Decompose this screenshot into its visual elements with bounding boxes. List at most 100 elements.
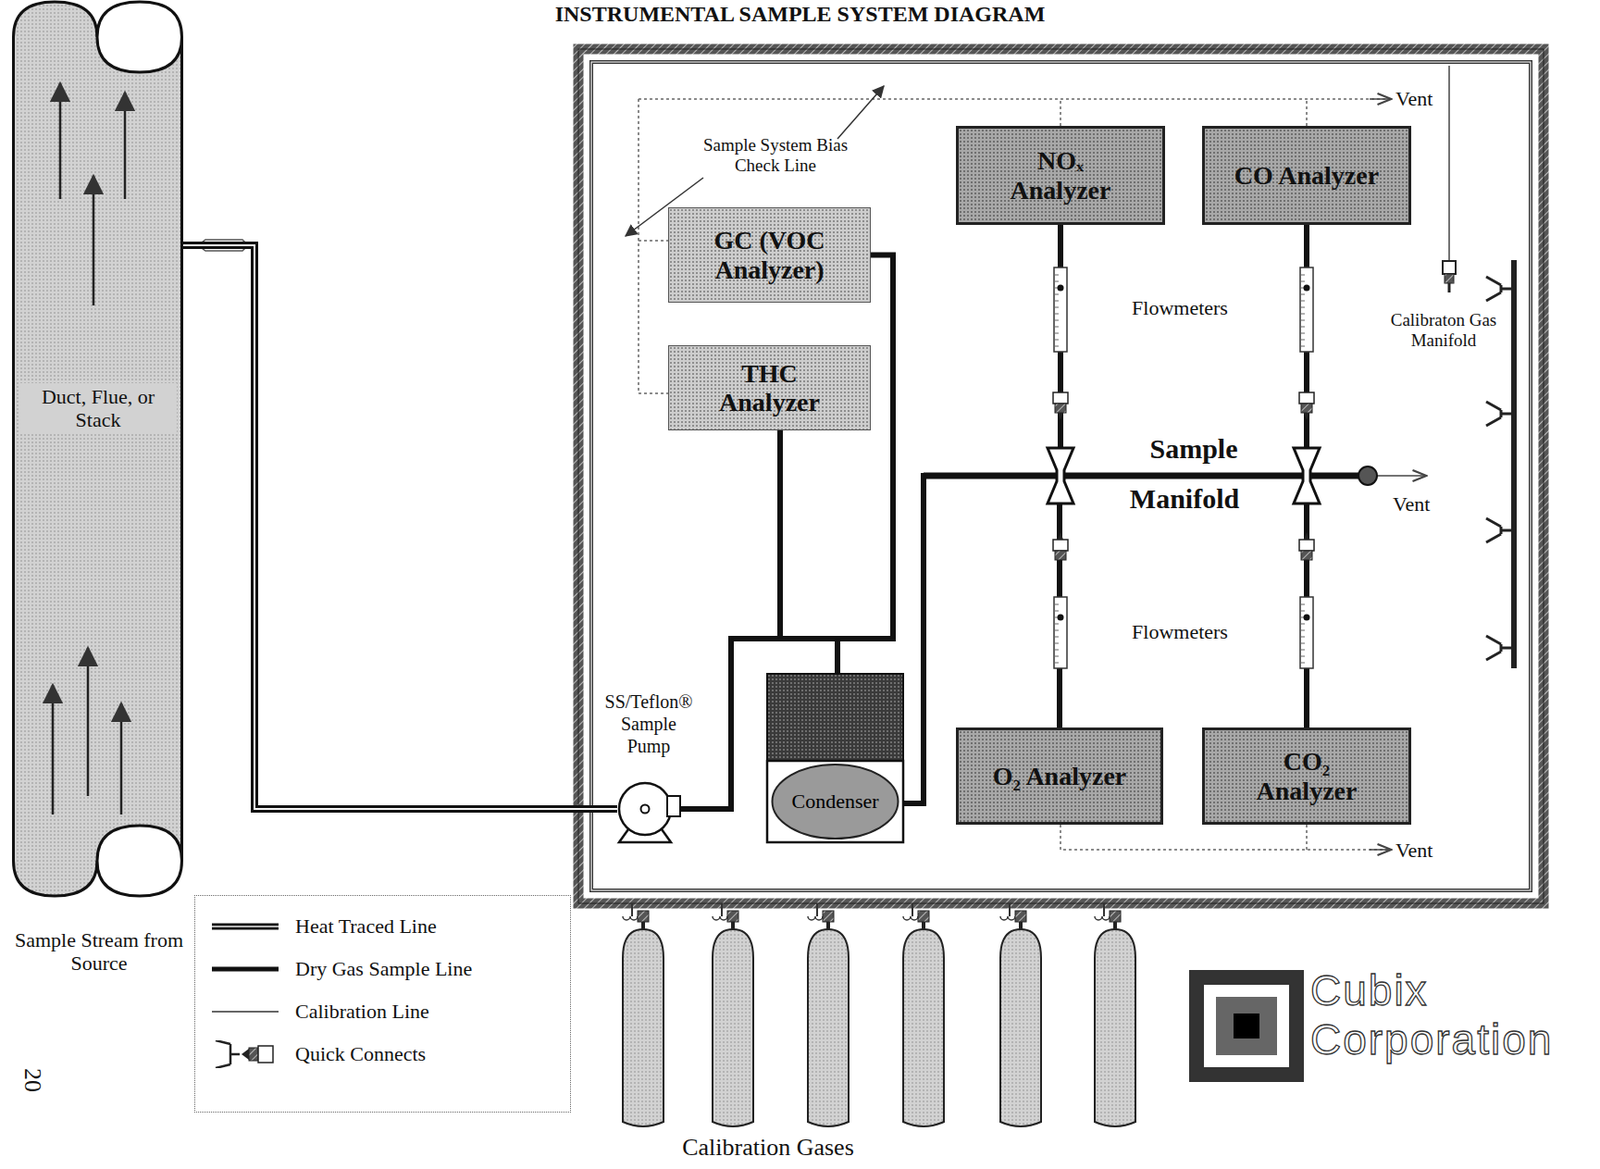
drawing-part bbox=[92, 175, 96, 306]
drawing-part bbox=[12, 37, 15, 861]
drawing-part bbox=[1057, 285, 1065, 292]
drawing-part bbox=[1054, 643, 1059, 645]
quick-connect bbox=[1486, 276, 1514, 660]
drawing-part bbox=[903, 224, 1061, 804]
node-label: SS/Teflon® Sample Pump bbox=[600, 690, 697, 757]
legend-text: Heat Traced Line bbox=[295, 914, 437, 939]
callout-text: Sample System Bias Check Line bbox=[696, 135, 855, 176]
drawing-part bbox=[1203, 984, 1290, 1067]
drawing-part bbox=[1300, 346, 1305, 348]
drawing-part bbox=[1054, 623, 1059, 625]
legend-entry: Dry Gas Sample Line bbox=[195, 955, 566, 987]
company-name: Cubix Corporation bbox=[1310, 966, 1588, 1065]
legend-entry: Heat Traced Line bbox=[195, 912, 566, 944]
drawing-part bbox=[1305, 99, 1308, 126]
drawing-part bbox=[1215, 996, 1278, 1055]
node-outline bbox=[767, 673, 904, 843]
drawing-part bbox=[1054, 346, 1059, 348]
drawing-part bbox=[667, 795, 681, 817]
drawing-part bbox=[622, 929, 664, 1127]
node-label: Sample Stream from Source bbox=[6, 928, 192, 976]
drawing-part bbox=[1299, 392, 1315, 404]
drawing-part bbox=[903, 903, 944, 1127]
drawing-part bbox=[51, 684, 55, 815]
drawing-part bbox=[13, 37, 183, 861]
diagram-title: INSTRUMENTAL SAMPLE SYSTEM DIAGRAM bbox=[0, 1, 1600, 27]
drawing-part bbox=[1303, 532, 1310, 540]
drawing-part bbox=[1057, 412, 1064, 421]
drawing-part bbox=[1300, 630, 1305, 632]
node-label: Condenser bbox=[767, 760, 904, 843]
drawing-part bbox=[591, 62, 1531, 891]
drawing-part bbox=[638, 239, 669, 242]
vent-label: Vent bbox=[1392, 492, 1430, 516]
part-label: Calibraton Gas Manifold bbox=[1388, 310, 1500, 351]
drawing-part bbox=[211, 925, 279, 928]
node-outline bbox=[617, 781, 673, 837]
drawing-part bbox=[1054, 662, 1059, 664]
drawing-part bbox=[13, 860, 99, 896]
drawing-part bbox=[1300, 649, 1305, 651]
drawing-part bbox=[591, 62, 1531, 891]
drawing-part bbox=[1300, 313, 1305, 315]
drawing-part bbox=[1369, 98, 1390, 100]
vent-label: Vent bbox=[1395, 86, 1433, 111]
drawing-part bbox=[921, 921, 926, 930]
drawing-part bbox=[211, 923, 279, 931]
node-outline bbox=[12, 0, 184, 898]
drawing-part bbox=[911, 903, 914, 917]
legend-entry: Calibration Line bbox=[195, 997, 566, 1030]
drawing-part bbox=[1300, 307, 1305, 309]
drawing-part bbox=[1301, 550, 1313, 560]
drawing-part bbox=[578, 49, 1544, 904]
drawing-part bbox=[1054, 649, 1059, 651]
node-label: CO Analyzer bbox=[1234, 161, 1379, 190]
drawing-part bbox=[1303, 412, 1310, 421]
enclosure bbox=[578, 49, 1544, 904]
drawing-part bbox=[816, 903, 819, 917]
part-label: Flowmeters bbox=[1110, 296, 1250, 320]
drawing-part bbox=[1299, 267, 1315, 421]
legend-entry: Quick Connects bbox=[195, 1040, 566, 1072]
drawing-part bbox=[241, 1048, 249, 1060]
drawing-part bbox=[59, 83, 63, 199]
drawing-part bbox=[1305, 824, 1308, 850]
drawing-part bbox=[1094, 903, 1136, 1127]
company-logo bbox=[1189, 969, 1304, 1082]
drawing-part bbox=[1369, 848, 1390, 851]
drawing-part bbox=[1054, 339, 1059, 341]
drawing-part bbox=[1300, 294, 1305, 296]
drawing-part bbox=[1486, 401, 1514, 426]
drawing-part bbox=[1054, 267, 1067, 352]
drawing-part bbox=[1054, 610, 1059, 612]
drawing-part bbox=[215, 1040, 240, 1068]
node-label: Duct, Flue, or Stack bbox=[19, 383, 177, 435]
drawing-part bbox=[1054, 294, 1059, 296]
drawing-part bbox=[1300, 267, 1314, 352]
drawing-part bbox=[52, 83, 125, 815]
drawing-part bbox=[1300, 623, 1305, 625]
drawing-part bbox=[1054, 333, 1059, 335]
page-number: 20 bbox=[18, 1067, 47, 1092]
drawing-part bbox=[1059, 99, 1062, 126]
legend-text: Quick Connects bbox=[295, 1041, 426, 1067]
drawing-part bbox=[1189, 969, 1304, 1082]
part-label: Calibration Gases bbox=[647, 1133, 889, 1162]
drawing-part bbox=[1057, 614, 1065, 621]
drawing-part bbox=[822, 910, 834, 922]
vent-label: Vent bbox=[1395, 838, 1433, 862]
drawing-part bbox=[124, 92, 127, 199]
drawing-part bbox=[619, 829, 671, 843]
drawing-part bbox=[1015, 910, 1027, 922]
node-label: CO₂ Analyzer bbox=[1232, 746, 1381, 806]
drawing-part bbox=[1054, 281, 1059, 283]
drawing-part bbox=[1109, 910, 1121, 922]
drawing-part bbox=[97, 825, 183, 896]
drawing-part bbox=[248, 1047, 259, 1061]
manifold-label: Manifold bbox=[1101, 483, 1268, 516]
node-label: O₂ Analyzer bbox=[992, 761, 1127, 791]
drawing-part bbox=[727, 910, 739, 922]
analyzer-box: NOₓ Analyzer bbox=[955, 125, 1166, 225]
drawing-part bbox=[183, 245, 618, 809]
